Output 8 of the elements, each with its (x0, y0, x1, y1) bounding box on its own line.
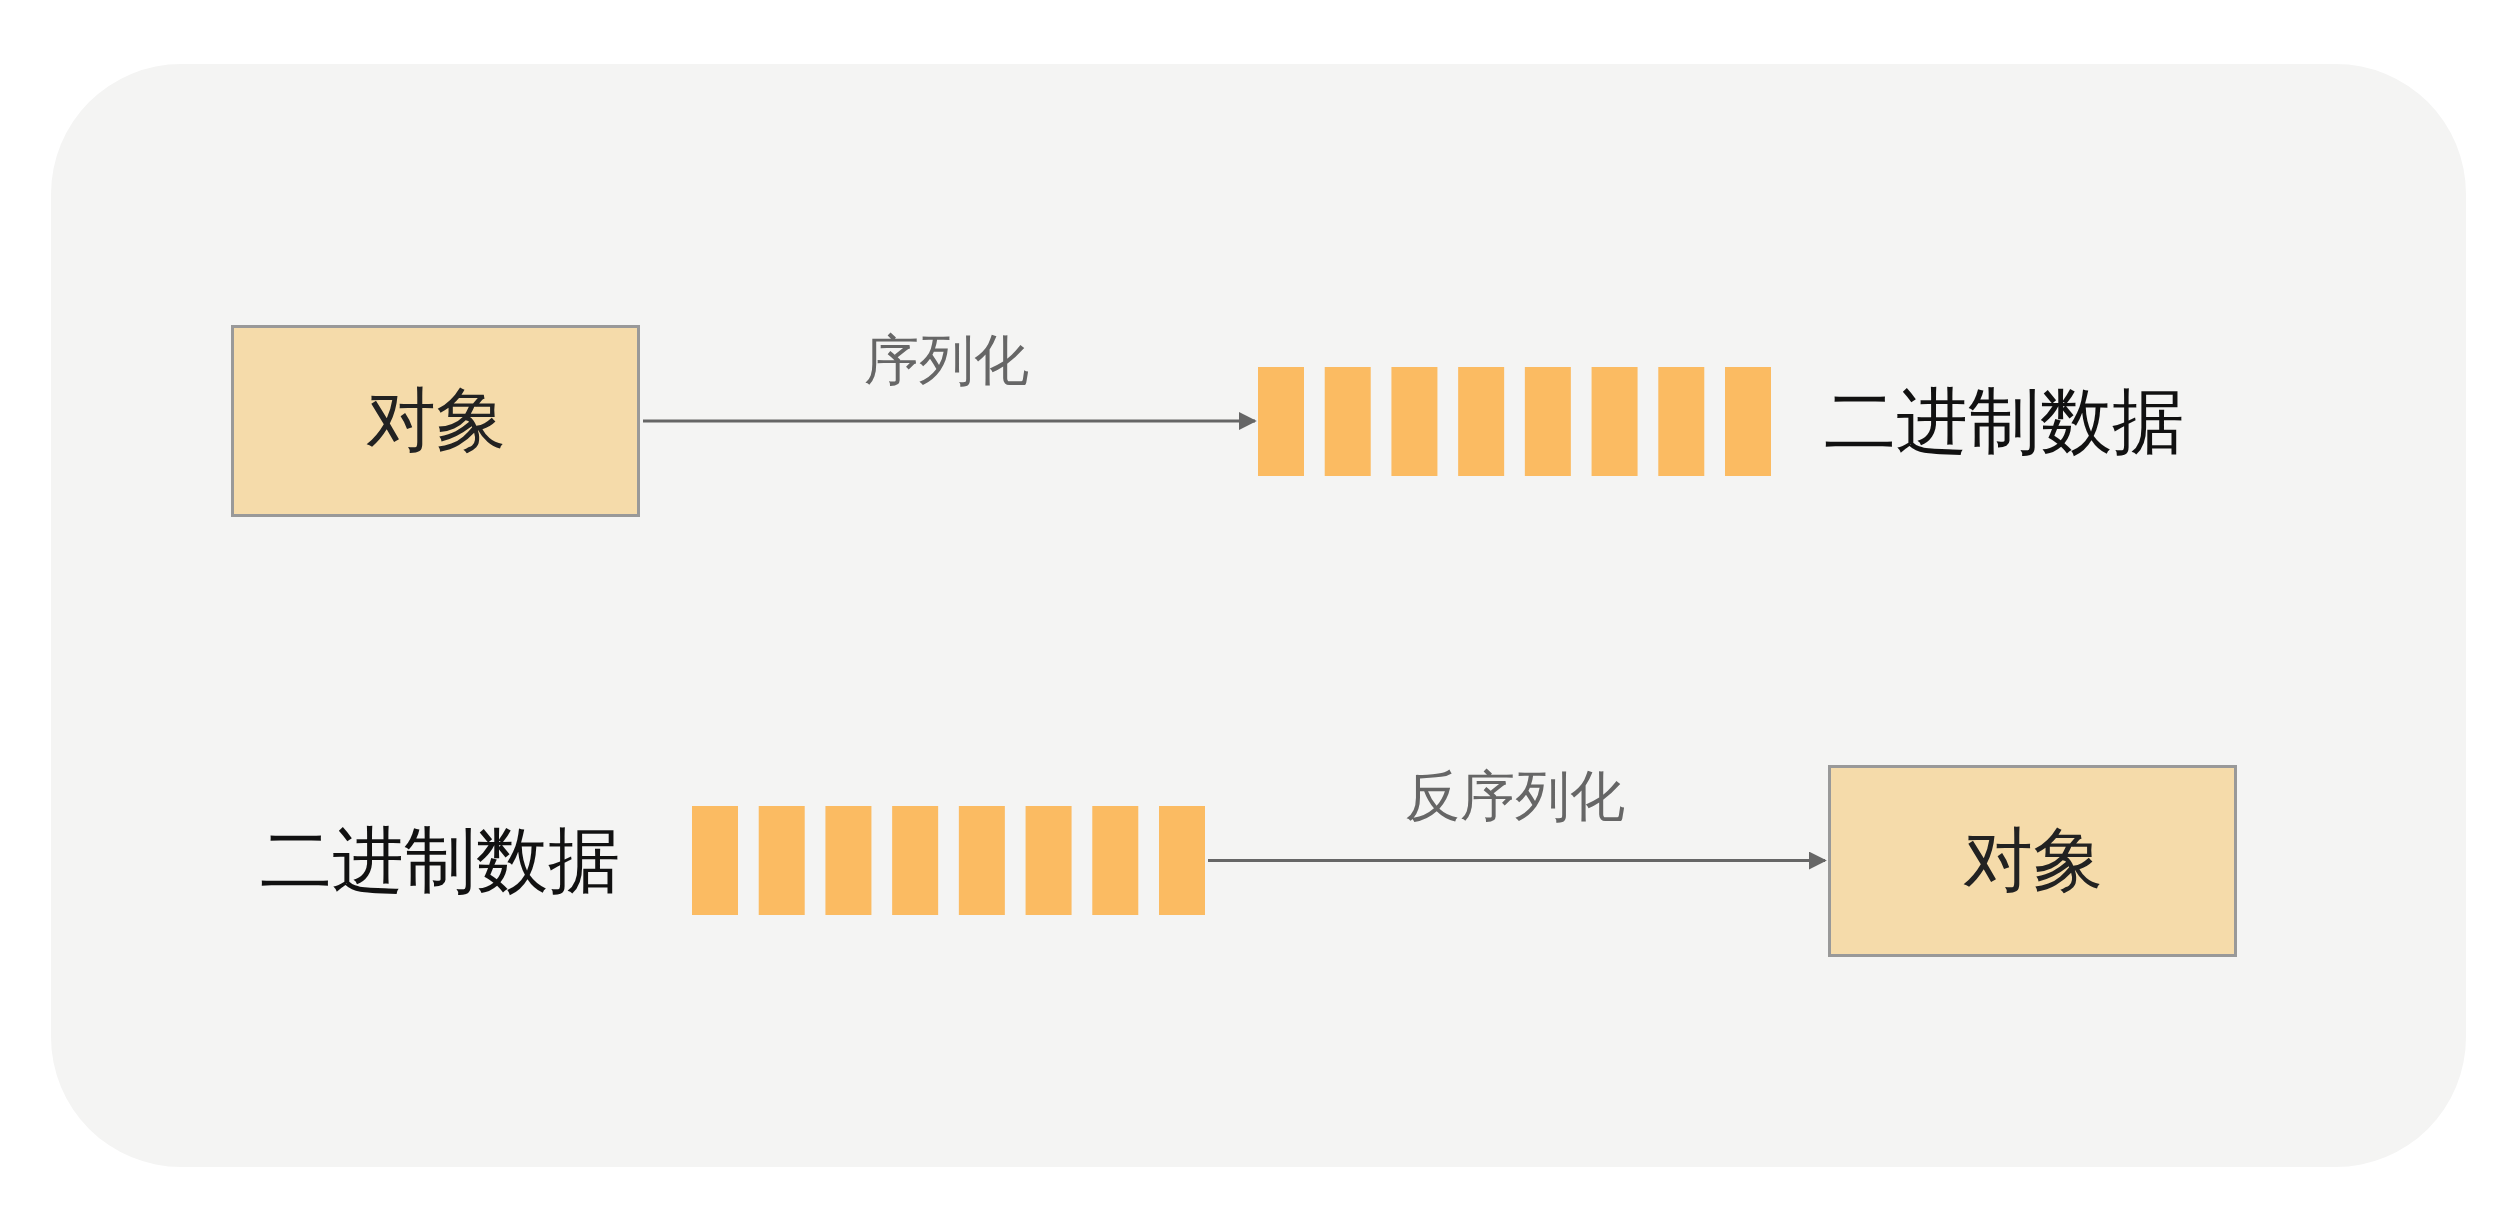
object-box (1828, 765, 2237, 957)
data-label: 二进制数据 (260, 816, 620, 904)
arrow (643, 412, 1257, 430)
object-box (231, 325, 640, 517)
node-text: 对象 (365, 378, 506, 463)
data-label: 二进制数据 (1824, 377, 2184, 465)
arrow (1208, 851, 1827, 870)
node-text: 对象 (1962, 818, 2103, 903)
